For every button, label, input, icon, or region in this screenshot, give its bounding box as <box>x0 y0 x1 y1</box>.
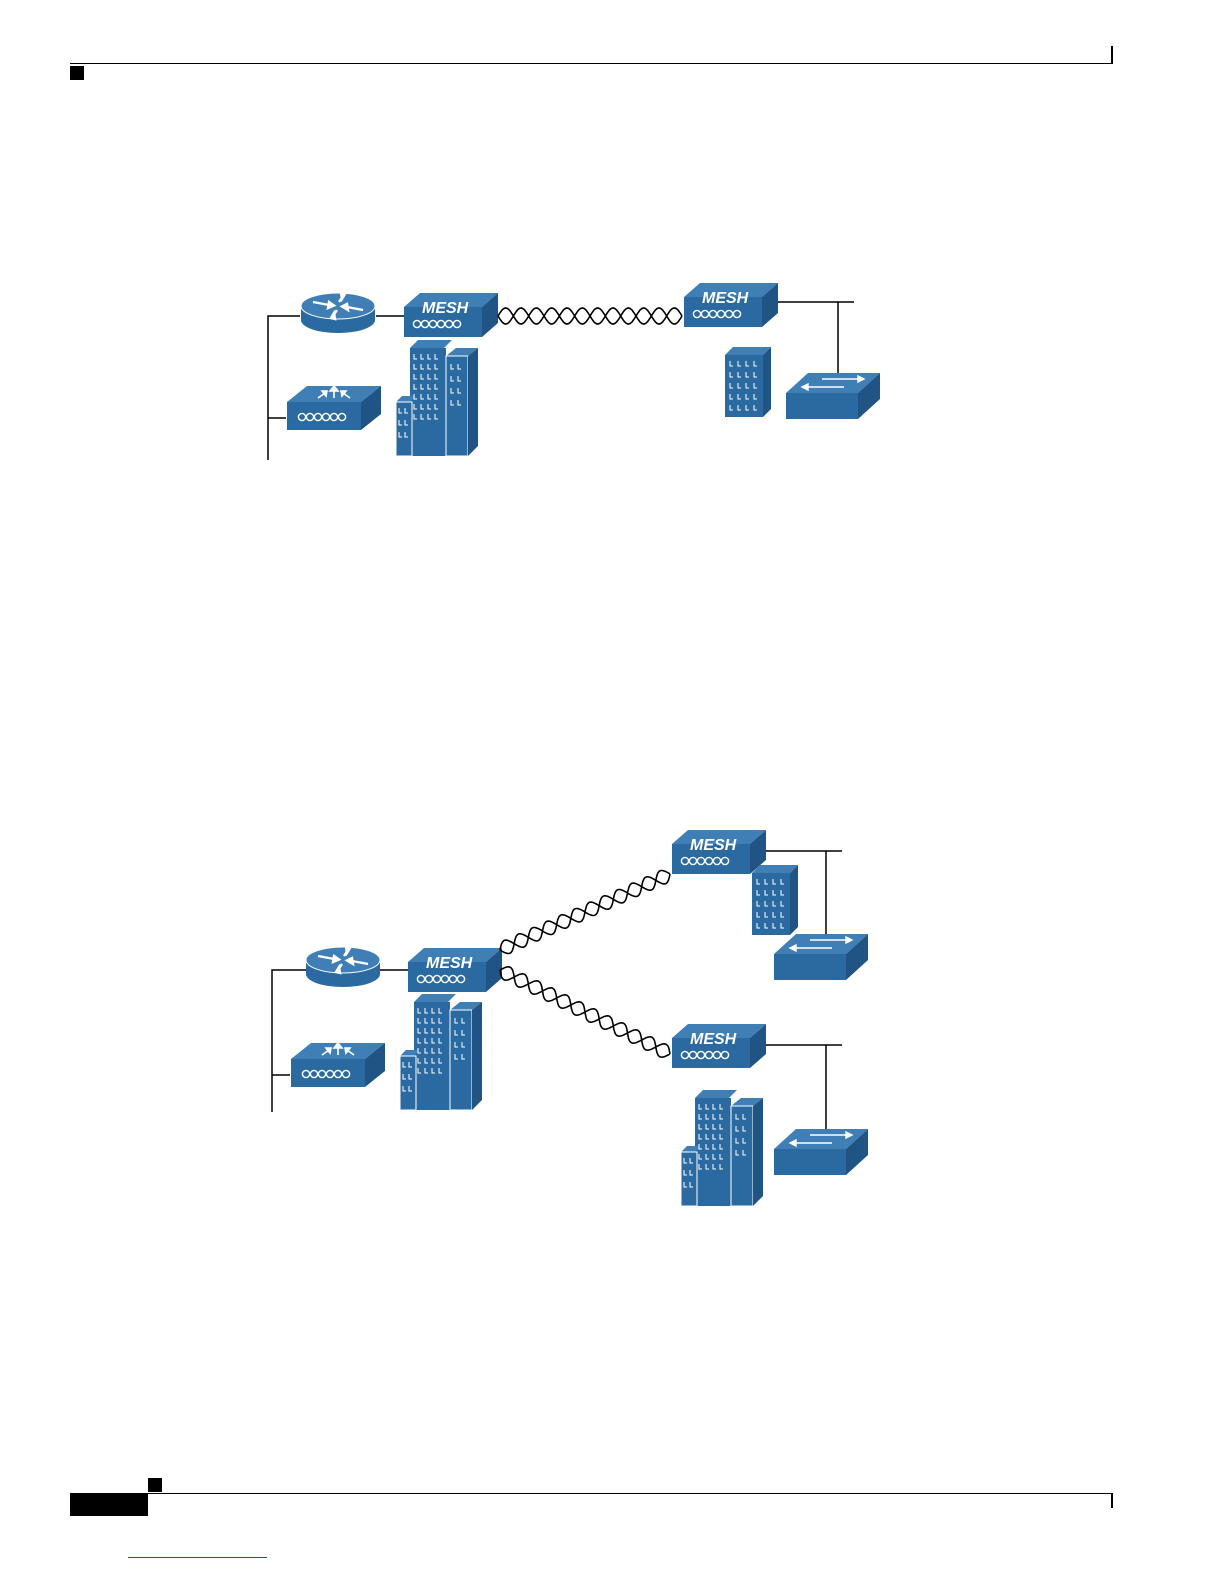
building-icon <box>396 340 478 456</box>
building-icon <box>752 865 798 935</box>
building-icon <box>681 1090 763 1206</box>
diagram-point-to-multipoint: MESH MESH MESH <box>272 830 868 1206</box>
mesh-label: MESH <box>702 290 749 307</box>
router-icon <box>306 947 380 987</box>
mesh-label: MESH <box>690 837 737 854</box>
diagram-point-to-point: MESH MESH <box>268 283 880 460</box>
mesh-ap-icon: MESH <box>404 293 498 337</box>
building-icon <box>725 347 771 417</box>
wireless-link <box>500 871 670 954</box>
server-module-icon <box>291 1043 385 1087</box>
switch-icon <box>786 373 880 419</box>
mesh-ap-icon: MESH <box>684 283 778 327</box>
switch-icon <box>774 934 868 980</box>
mesh-label: MESH <box>426 955 473 972</box>
mesh-ap-icon: MESH <box>672 1024 766 1068</box>
mesh-ap-icon: MESH <box>408 948 502 992</box>
wireless-link <box>498 308 682 324</box>
server-module-icon <box>287 386 381 430</box>
mesh-label: MESH <box>690 1031 737 1048</box>
mesh-label: MESH <box>422 300 469 317</box>
wireless-link <box>500 967 670 1057</box>
building-icon <box>400 994 482 1110</box>
mesh-ap-icon: MESH <box>672 830 766 874</box>
switch-icon <box>774 1129 868 1175</box>
router-icon <box>301 293 375 333</box>
